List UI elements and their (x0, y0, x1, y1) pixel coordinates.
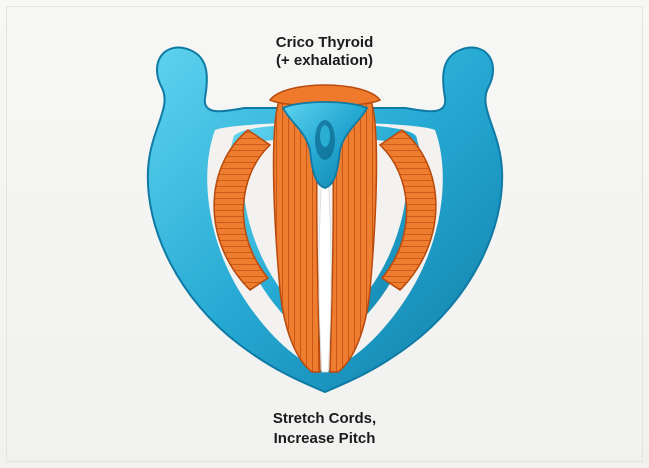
glottis-gap (319, 175, 331, 372)
top-label-line2: (+ exhalation) (0, 52, 649, 70)
bottom-label-line1: Stretch Cords, (0, 409, 649, 429)
top-label-line1: Crico Thyroid (0, 34, 649, 52)
top-label: Crico Thyroid (+ exhalation) (0, 34, 649, 70)
bottom-label: Stretch Cords, Increase Pitch (0, 409, 649, 449)
bottom-label-line2: Increase Pitch (0, 429, 649, 449)
